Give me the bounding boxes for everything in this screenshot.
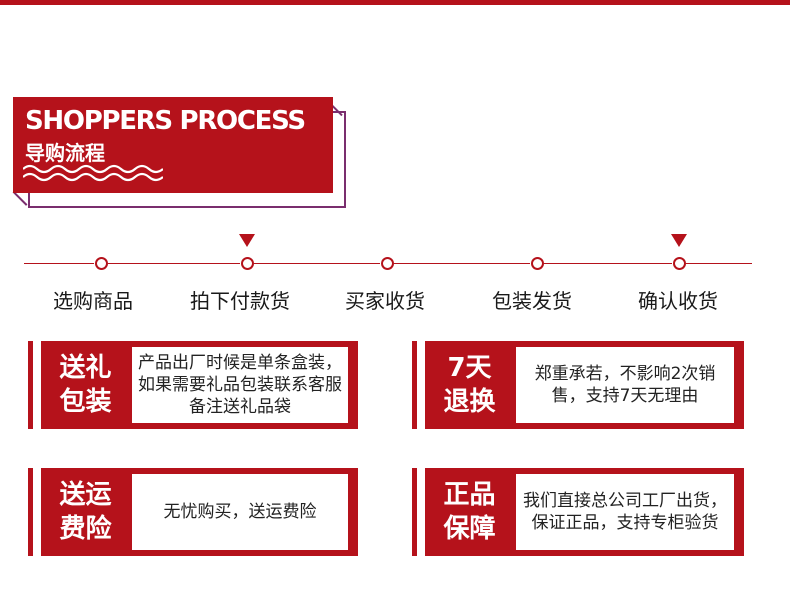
card-title: 7天 退换 [425,341,514,429]
card-description: 无忧购买，送运费险 [132,474,348,550]
card-title-line: 保障 [443,514,496,544]
timeline-line [394,263,530,264]
step-dot [381,257,394,270]
card-title: 正品 保障 [425,468,514,556]
wave-decoration-icon [23,164,163,182]
card-body: 7天 退换 郑重承若，不影响2次销售，支持7天无理由 [425,341,744,429]
card-accent-bar [412,341,417,429]
timeline-line [24,263,94,264]
card-title: 送礼 包装 [41,341,130,429]
timeline-line [254,263,380,264]
top-accent-bar [0,0,790,5]
card-body: 正品 保障 我们直接总公司工厂出货，保证正品，支持专柜验货 [425,468,744,556]
step-marker-arrow-icon [239,234,255,247]
card-body: 送运 费险 无忧购买，送运费险 [41,468,358,556]
card-title-line: 包装 [59,387,112,417]
info-card-return: 7天 退换 郑重承若，不影响2次销售，支持7天无理由 [412,341,744,429]
card-title-line: 费险 [59,514,112,544]
card-accent-bar [412,468,417,556]
header-title-en: SHOPPERS PROCESS [25,106,306,136]
header-title-cn: 导购流程 [25,141,105,165]
step-dot [241,257,254,270]
header-badge: SHOPPERS PROCESS 导购流程 [13,97,333,193]
info-card-gift-wrap: 送礼 包装 产品出厂时候是单条盒装，如果需要礼品包装联系客服备注送礼品袋 [28,341,358,429]
step-dot [531,257,544,270]
card-description: 我们直接总公司工厂出货，保证正品，支持专柜验货 [516,474,734,550]
header-badge-edge [12,191,28,206]
step-dot [673,257,686,270]
card-title-line: 正品 [443,480,496,510]
step-label: 买家收货 [345,289,425,313]
step-label: 选购商品 [53,289,133,313]
step-marker-arrow-icon [671,234,687,247]
info-card-authentic: 正品 保障 我们直接总公司工厂出货，保证正品，支持专柜验货 [412,468,744,556]
card-description: 产品出厂时候是单条盒装，如果需要礼品包装联系客服备注送礼品袋 [132,347,348,423]
timeline-line [108,263,240,264]
step-label: 包装发货 [492,289,572,313]
card-title-line: 7天 [447,353,492,383]
card-title-line: 退换 [443,387,496,417]
card-title: 送运 费险 [41,468,130,556]
timeline-line [544,263,672,264]
info-card-shipping-insurance: 送运 费险 无忧购买，送运费险 [28,468,358,556]
step-label: 拍下付款货 [190,289,290,313]
card-title-line: 送礼 [59,353,112,383]
card-body: 送礼 包装 产品出厂时候是单条盒装，如果需要礼品包装联系客服备注送礼品袋 [41,341,358,429]
timeline-line [686,263,752,264]
step-dot [95,257,108,270]
step-label: 确认收货 [638,289,718,313]
card-accent-bar [28,341,33,429]
card-title-line: 送运 [59,480,112,510]
card-accent-bar [28,468,33,556]
card-description: 郑重承若，不影响2次销售，支持7天无理由 [516,347,734,423]
process-timeline: 选购商品 拍下付款货 买家收货 包装发货 确认收货 [0,230,790,320]
